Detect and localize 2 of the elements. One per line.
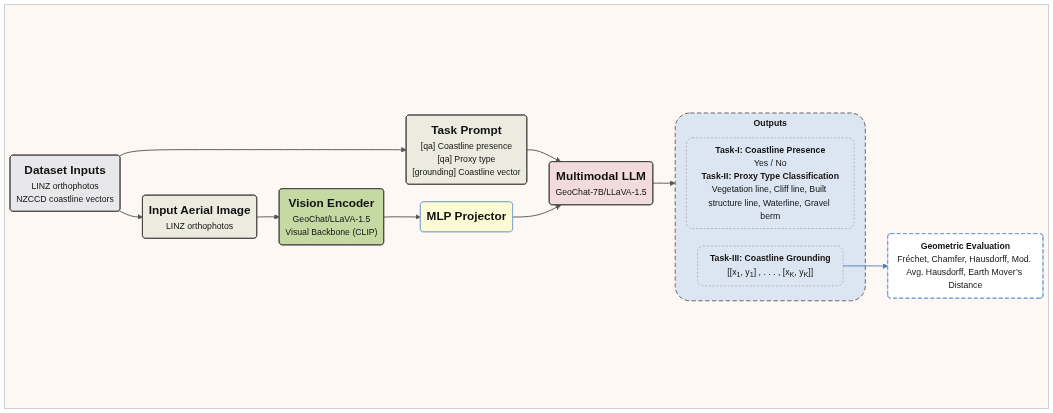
node-box: Task-III: Coastline Grounding [[x$_{1}$, y$_{1}$] , . . . , [x$_{K}$, y$_{K}$]]	[697, 245, 844, 286]
node-box: Task-I: Coastline Presence Yes / No Task-II: Proxy Type Classification Vegetation line, Cliff line, Built structure line, Waterline, Gravel berm	[686, 137, 855, 229]
